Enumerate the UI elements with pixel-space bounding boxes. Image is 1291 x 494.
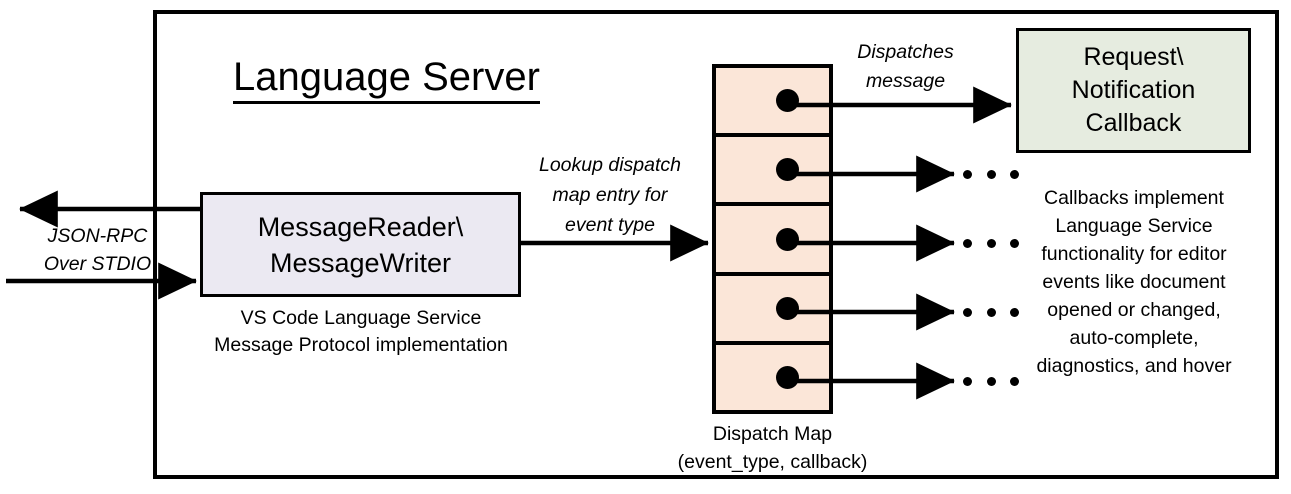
dispatch-map-caption-line-1: Dispatch Map <box>712 423 833 445</box>
message-writer-line: MessageWriter <box>269 247 452 278</box>
dispatch-map-caption-line-2: (event_type, callback) <box>677 451 868 473</box>
callback-caption-line-5: opened or changed, <box>1047 299 1221 321</box>
dispatches-message-label: Dispatches message <box>838 38 973 96</box>
callback-caption-line-4: events like document <box>1042 271 1226 293</box>
message-reader-line: MessageReader\ <box>257 211 464 242</box>
table-row[interactable] <box>716 68 829 138</box>
lookup-label-line-1: Lookup dispatch <box>538 154 682 176</box>
callback-caption-line-3: functionality for editor <box>1041 243 1227 265</box>
entry-dot-icon <box>776 365 799 389</box>
lookup-label-line-2: map entry for <box>552 184 668 206</box>
callback-line-3: Callback <box>1085 109 1182 137</box>
callback-line-2: Notification <box>1071 76 1196 104</box>
dispatches-label-line-1: Dispatches <box>857 41 954 63</box>
message-reader-writer-caption: VS Code Language Service Message Protoco… <box>185 305 537 359</box>
entry-dot-icon <box>776 296 799 320</box>
row-3-ellipsis <box>963 238 1019 248</box>
dispatches-label-line-2: message <box>865 70 946 92</box>
message-reader-writer-label: MessageReader\ MessageWriter <box>258 209 464 281</box>
message-io-caption-line-2: Message Protocol implementation <box>214 334 508 356</box>
page-title-text: Language Server <box>233 55 540 104</box>
row-2-ellipsis <box>963 169 1019 179</box>
table-row[interactable] <box>716 275 829 345</box>
entry-dot-icon <box>776 89 799 113</box>
request-notification-callback-node[interactable]: Request\ Notification Callback <box>1016 28 1251 153</box>
entry-dot-icon <box>776 227 799 251</box>
table-row[interactable] <box>716 344 829 411</box>
dispatch-map-caption: Dispatch Map (event_type, callback) <box>630 420 915 476</box>
row-4-ellipsis <box>963 307 1019 317</box>
json-rpc-label-line-1: JSON-RPC <box>47 225 148 247</box>
callback-caption-line-1: Callbacks implement <box>1044 187 1224 209</box>
message-reader-writer-node[interactable]: MessageReader\ MessageWriter <box>200 192 521 297</box>
language-server-boundary <box>153 10 1279 479</box>
dispatch-map-table[interactable] <box>712 64 833 414</box>
table-row[interactable] <box>716 206 829 276</box>
callback-line-1: Request\ <box>1083 43 1184 71</box>
callback-caption-line-2: Language Service <box>1055 215 1213 237</box>
table-row[interactable] <box>716 137 829 207</box>
callback-caption: Callbacks implement Language Service fun… <box>1008 184 1260 380</box>
lookup-dispatch-label: Lookup dispatch map entry for event type <box>515 150 705 240</box>
row-5-ellipsis <box>963 376 1019 386</box>
callback-caption-line-6: auto-complete, <box>1069 327 1199 349</box>
callback-node-label: Request\ Notification Callback <box>1072 41 1196 140</box>
entry-dot-icon <box>776 158 799 182</box>
json-rpc-channel-label: JSON-RPC Over STDIO <box>20 222 175 278</box>
callback-caption-line-7: diagnostics, and hover <box>1036 355 1232 377</box>
json-rpc-label-line-2: Over STDIO <box>43 253 152 275</box>
page-title: Language Server <box>233 52 653 104</box>
message-io-caption-line-1: VS Code Language Service <box>240 307 482 329</box>
lookup-label-line-3: event type <box>565 214 655 236</box>
